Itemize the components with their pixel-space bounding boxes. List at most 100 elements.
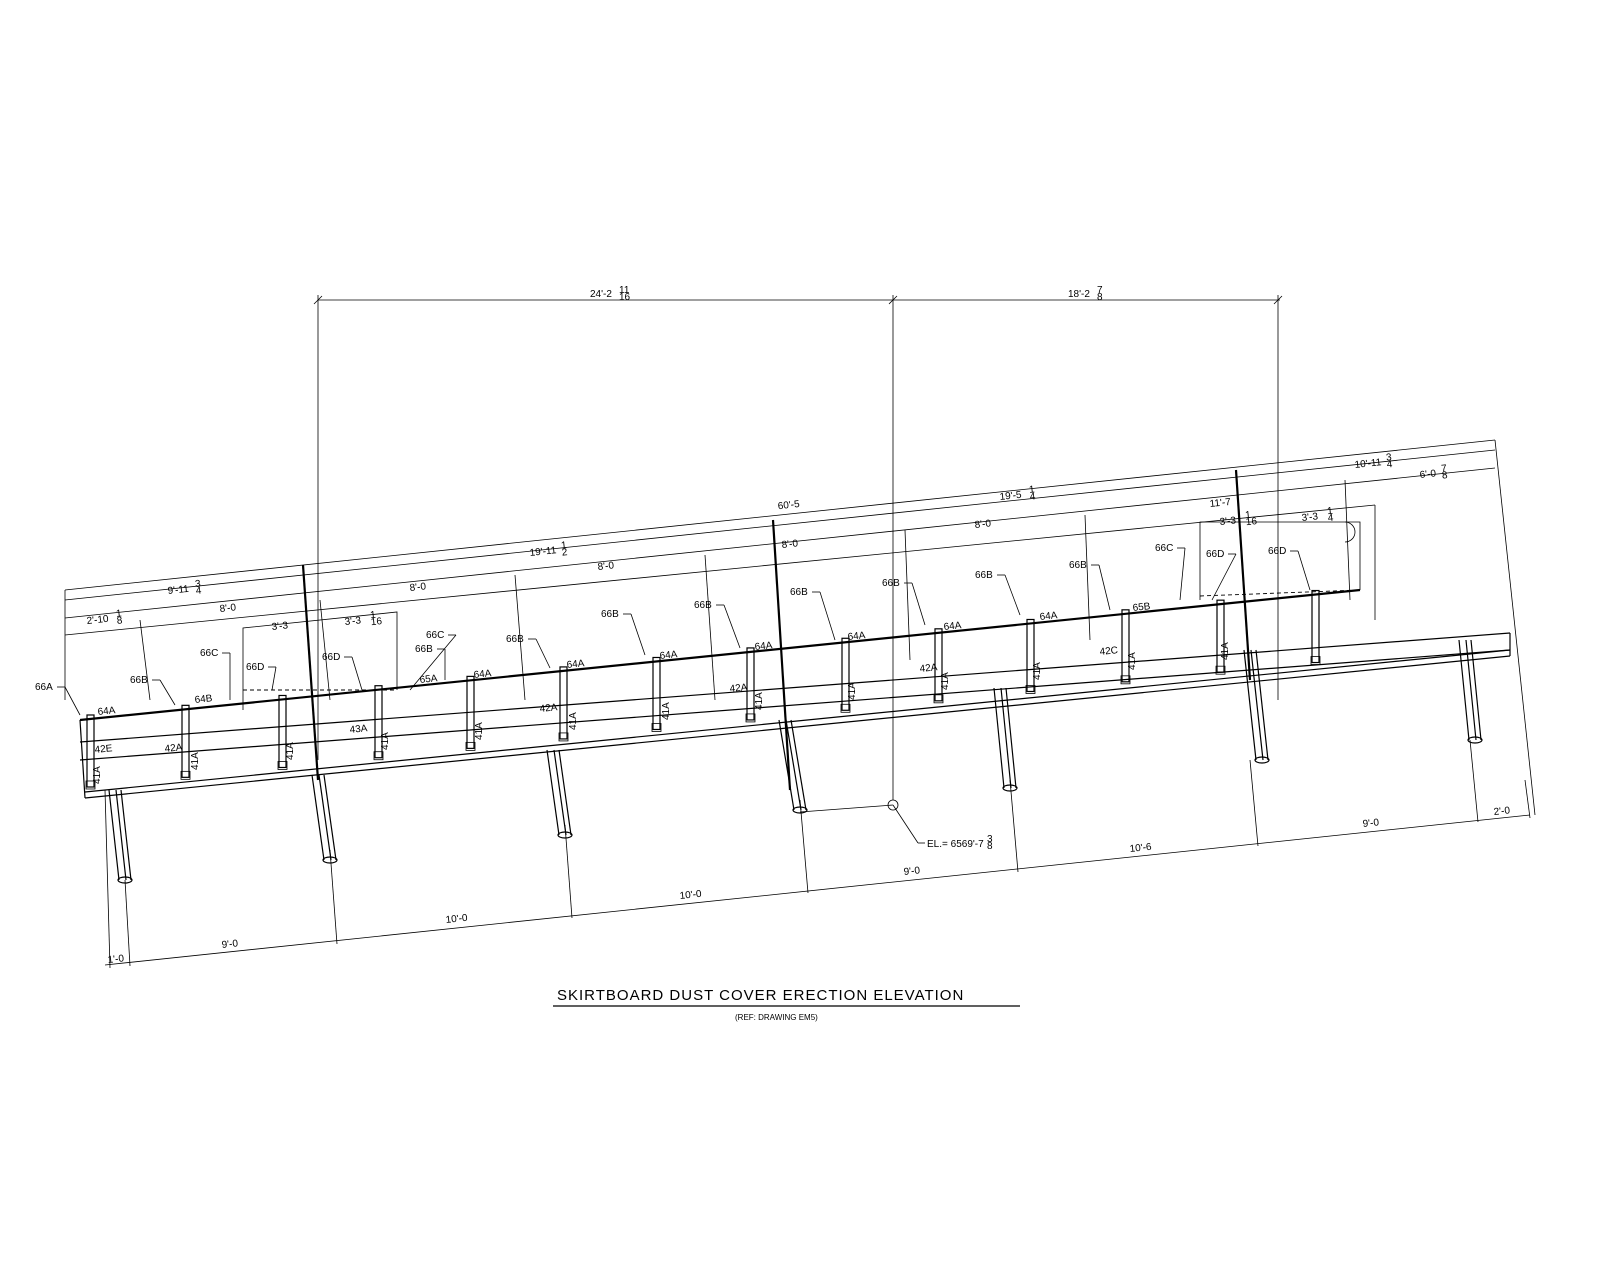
- bottom-dim: 10'-0: [679, 889, 702, 902]
- dim-fraction-num: 1: [1029, 484, 1036, 496]
- dim-label: 8'-0: [781, 538, 799, 551]
- callout: 66B: [415, 644, 446, 680]
- callout: 66B: [790, 587, 836, 641]
- hanger: [180, 704, 191, 780]
- part-label: 64A: [566, 658, 585, 671]
- post: [993, 687, 1018, 792]
- dim-label: 8'-0: [597, 560, 615, 573]
- callout: 66D: [322, 652, 363, 691]
- bottom-dim: 10'-0: [445, 913, 468, 926]
- dim-label: 6'-0: [1419, 468, 1437, 481]
- hanger: [933, 628, 944, 704]
- elevation-fraction-num: 3: [987, 834, 993, 845]
- hanger: [1120, 609, 1131, 685]
- hanger: [1215, 599, 1226, 675]
- svg-text:66D: 66D: [1206, 549, 1224, 560]
- svg-text:66B: 66B: [415, 644, 433, 655]
- dim-fraction-num: 1: [1245, 510, 1252, 522]
- member-label: 42C: [1099, 645, 1118, 658]
- sloped-dimensions: 60'-5 10'-11 3 4 6'-0 7 8 19'-5 1 4 19'-…: [64, 439, 1536, 816]
- callout: 66B: [130, 675, 176, 706]
- svg-text:66B: 66B: [694, 600, 712, 611]
- bottom-dimensions: 1'-0 9'-0 10'-0 10'-0 9'-0 10'-6 9'-0 2'…: [104, 739, 1531, 969]
- svg-text:66C: 66C: [1155, 543, 1173, 554]
- bottom-dim: 9'-0: [221, 938, 239, 951]
- callout: 66D: [1268, 546, 1311, 591]
- dim-fraction-den: 4: [1327, 513, 1334, 525]
- svg-text:66B: 66B: [130, 675, 148, 686]
- callout: 66B: [694, 600, 741, 649]
- svg-text:66D: 66D: [1268, 546, 1286, 557]
- member-label: 42A: [164, 742, 183, 755]
- hanger: [277, 694, 288, 770]
- bottom-dim: 2'-0: [1493, 805, 1511, 818]
- svg-text:66D: 66D: [246, 662, 264, 673]
- dim-label: 10'-11: [1354, 457, 1382, 471]
- post-label: 41A: [285, 742, 296, 760]
- dim-fraction-num: 7: [1097, 285, 1103, 296]
- dim-label: 11'-7: [1209, 497, 1232, 510]
- part-label: 64A: [943, 620, 962, 633]
- dim-fraction-den: 2: [561, 547, 568, 559]
- dim-label: 24'-2: [590, 289, 612, 300]
- svg-text:66B: 66B: [601, 609, 619, 620]
- part-label: 64A: [473, 668, 492, 681]
- callout: 66D: [246, 662, 277, 691]
- callout: 66B: [601, 609, 646, 656]
- svg-text:66A: 66A: [35, 682, 53, 693]
- dim-fraction-den: 8: [1097, 292, 1103, 303]
- post-label: 41A: [568, 712, 579, 730]
- bottom-dim: 9'-0: [903, 865, 921, 878]
- post-label: 41A: [92, 766, 103, 784]
- member-label: 42A: [539, 702, 558, 715]
- dim-fraction-num: 1: [1327, 506, 1334, 518]
- dim-fraction-num: 1: [561, 540, 568, 552]
- dim-label: 3'-3: [271, 620, 289, 633]
- bottom-dim: 10'-6: [1129, 842, 1152, 855]
- dim-fraction-den: 16: [619, 292, 631, 303]
- part-label: 64A: [1039, 610, 1058, 623]
- svg-text:66C: 66C: [200, 648, 218, 659]
- post-label: 41A: [661, 702, 672, 720]
- hanger: [651, 656, 662, 732]
- hanger: [85, 714, 96, 790]
- dim-label: 8'-0: [974, 518, 992, 531]
- part-label: 65B: [1132, 601, 1151, 614]
- dim-fraction-num: 3: [195, 579, 202, 591]
- dim-label: 8'-0: [409, 581, 427, 594]
- dim-fraction-num: 1: [116, 608, 123, 620]
- part-label: 64A: [847, 630, 866, 643]
- post-label: 41A: [190, 752, 201, 770]
- member-label: 42E: [94, 743, 113, 756]
- drawing-title: SKIRTBOARD DUST COVER ERECTION ELEVATION: [557, 987, 964, 1004]
- dim-label: 3'-3: [344, 615, 362, 628]
- post: [1458, 639, 1483, 744]
- hanger: [745, 647, 756, 723]
- dim-label: 2'-10: [86, 614, 109, 627]
- callout: 66B: [506, 634, 551, 669]
- post-label: 41A: [754, 692, 765, 710]
- dim-label: 60'-5: [777, 499, 800, 512]
- dim-fraction-num: 11: [619, 285, 630, 296]
- callout: 66D: [1206, 549, 1237, 601]
- hanger: [1025, 618, 1036, 694]
- dim-fraction-den: 4: [1386, 459, 1393, 471]
- part-label: 65A: [419, 673, 438, 686]
- dim-fraction-den: 16: [370, 616, 383, 628]
- main-structure: [79, 588, 1511, 799]
- post-label: 41A: [847, 682, 858, 700]
- member-label: 42A: [919, 662, 938, 675]
- dim-label: 19'-11: [529, 545, 557, 559]
- dim-label: 8'-0: [219, 602, 237, 615]
- post: [778, 719, 808, 814]
- drawing-reference: (REF: DRAWING EM5): [735, 1013, 818, 1022]
- callout: 66C: [409, 630, 457, 691]
- post: [1243, 649, 1270, 764]
- part-label: 64B: [194, 693, 213, 706]
- hanger: [558, 666, 569, 742]
- dim-label: 18'-2: [1068, 289, 1090, 300]
